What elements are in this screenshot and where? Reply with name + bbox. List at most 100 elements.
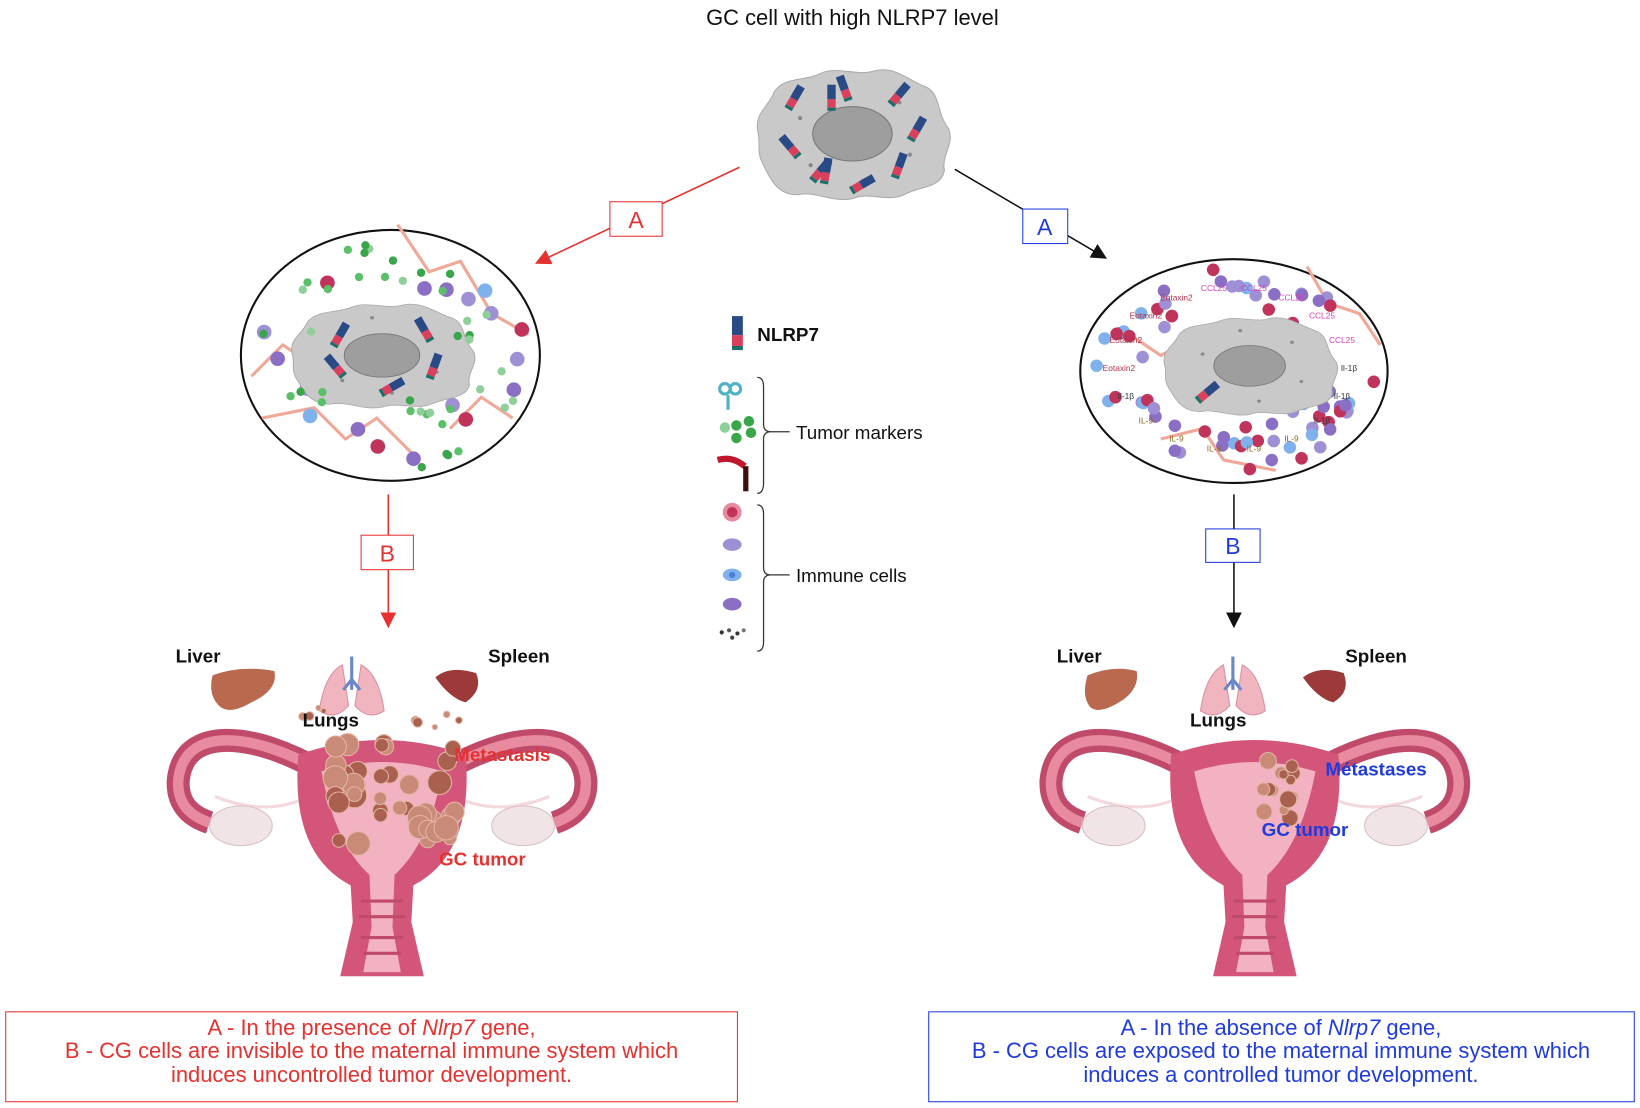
cytokine-label: CCL25 — [1278, 292, 1304, 302]
immune-cell — [1098, 332, 1111, 345]
immune-cell — [425, 408, 435, 418]
immune-cell — [1295, 288, 1309, 302]
tumor-nodule — [327, 791, 350, 814]
svg-text:A - In the absence of Nlrp7 ge: A - In the absence of Nlrp7 gene, — [1121, 1015, 1442, 1040]
left-organs-illustration — [178, 656, 586, 976]
cytokine-label: IL-9 — [1247, 443, 1262, 453]
tumor-nodule — [433, 815, 459, 841]
immune-cell — [1283, 441, 1297, 454]
immune-cell — [438, 420, 447, 429]
immune-cell — [500, 403, 509, 412]
immune-cell — [458, 412, 474, 427]
right-organs-illustration — [1051, 656, 1459, 976]
immune-cell — [1109, 390, 1122, 404]
tumor-nodule — [1285, 759, 1299, 774]
immune-cell — [1168, 419, 1182, 433]
immune-cell — [380, 272, 390, 282]
immune-cell — [1265, 417, 1279, 431]
immune-cell — [1123, 329, 1136, 343]
right-caption-line3: induces a controlled tumor development. — [1083, 1062, 1478, 1087]
immune-cell — [1216, 439, 1229, 452]
immune-cell — [465, 335, 474, 344]
left-step-a-box: A — [609, 201, 663, 237]
right-gc-tumor-label: GC tumor — [1262, 819, 1349, 840]
cytokine-label: CCL25 — [1201, 283, 1227, 293]
immune-cell — [506, 382, 522, 398]
tumor-nodule — [346, 786, 363, 803]
immune-cell — [417, 281, 432, 296]
cytokine-label: Eotaxin2 — [1130, 311, 1163, 321]
lungs-icon — [318, 663, 385, 716]
liver-icon — [211, 668, 275, 710]
left-caption-box: A - In the presence of Nlrp7 gene, B - C… — [5, 1011, 738, 1103]
lungs-icon — [1199, 663, 1266, 716]
immune-cell — [461, 291, 476, 307]
left-step-b-label: B — [380, 540, 395, 566]
left-caption-gene: Nlrp7 — [422, 1015, 475, 1040]
legend-tumor-markers: Tumor markers — [796, 422, 923, 443]
right-caption-gene: Nlrp7 — [1328, 1015, 1381, 1040]
tumor-nodule — [320, 707, 327, 715]
immune-cell — [298, 285, 307, 294]
immune-cell — [370, 439, 386, 454]
immune-cell — [1339, 398, 1352, 412]
immune-cell — [317, 398, 326, 407]
immune-cell — [1312, 294, 1326, 307]
immune-cell — [446, 404, 455, 414]
tumor-nodule — [304, 711, 315, 721]
immune-cell — [1134, 307, 1148, 320]
immune-cell — [1295, 452, 1308, 465]
immune-cell — [259, 329, 268, 338]
top-gc-cell — [756, 69, 951, 201]
immune-cell — [361, 241, 370, 250]
tumor-nodule — [373, 791, 388, 806]
right-caption-line1-suffix: gene, — [1380, 1015, 1441, 1040]
immune-cell — [1312, 410, 1326, 423]
immune-cell — [1313, 440, 1327, 454]
cytokine-label: CCL25 — [1241, 283, 1267, 293]
immune-cell — [354, 272, 364, 282]
immune-cell — [1262, 303, 1276, 316]
immune-cell — [1158, 320, 1171, 334]
tumor-nodule — [345, 831, 371, 856]
right-step-b-box: B — [1205, 528, 1261, 563]
tumor-nodule — [399, 774, 420, 795]
tumor-nodule — [1279, 790, 1298, 809]
tumor-nodule — [442, 710, 451, 719]
cytokine-label: IL-9 — [1284, 434, 1299, 444]
immune-cell — [306, 327, 316, 336]
spleen-icon — [1302, 669, 1346, 703]
immune-cell — [1136, 350, 1149, 364]
right-spleen-label: Spleen — [1345, 646, 1407, 667]
immune-cell — [1323, 299, 1337, 312]
tumor-nodule — [1278, 769, 1289, 780]
immune-cell — [443, 451, 453, 460]
left-tumor-microenvironment — [239, 223, 541, 482]
cytokine-label: Eotaxin2 — [1110, 335, 1143, 345]
immune-cell — [1239, 420, 1252, 434]
immune-cell — [1090, 359, 1103, 372]
immune-cell — [1157, 284, 1171, 298]
right-tumor-microenvironment: Il-1βIl-1βIl-1βIL-9IL-9IL-9IL-9IL-9Il-1β… — [1079, 258, 1389, 484]
tumor-nodule — [331, 833, 347, 848]
tumor-nodule — [392, 800, 408, 816]
immune-cell — [482, 310, 491, 319]
cytokine-label: IL-9 — [1207, 443, 1222, 453]
immune-cell — [302, 408, 318, 424]
immune-cell — [388, 256, 398, 265]
immune-cell — [1249, 289, 1263, 302]
tumor-nodule — [315, 704, 322, 712]
legend: NLRP7 Tumor markers Immune cells — [716, 316, 923, 652]
cytokine-label: Il-1β — [1334, 391, 1351, 401]
immune-cell — [454, 447, 463, 456]
tumor-nodule — [1285, 774, 1297, 786]
immune-cell — [463, 316, 472, 326]
spleen-icon — [435, 669, 479, 703]
immune-cell — [508, 396, 518, 405]
immune-cell — [416, 268, 426, 277]
left-caption-line1-suffix: gene, — [475, 1015, 536, 1040]
left-liver-label: Liver — [176, 646, 222, 667]
right-step-b-label: B — [1225, 533, 1240, 559]
tumor-nodule — [1259, 751, 1277, 770]
